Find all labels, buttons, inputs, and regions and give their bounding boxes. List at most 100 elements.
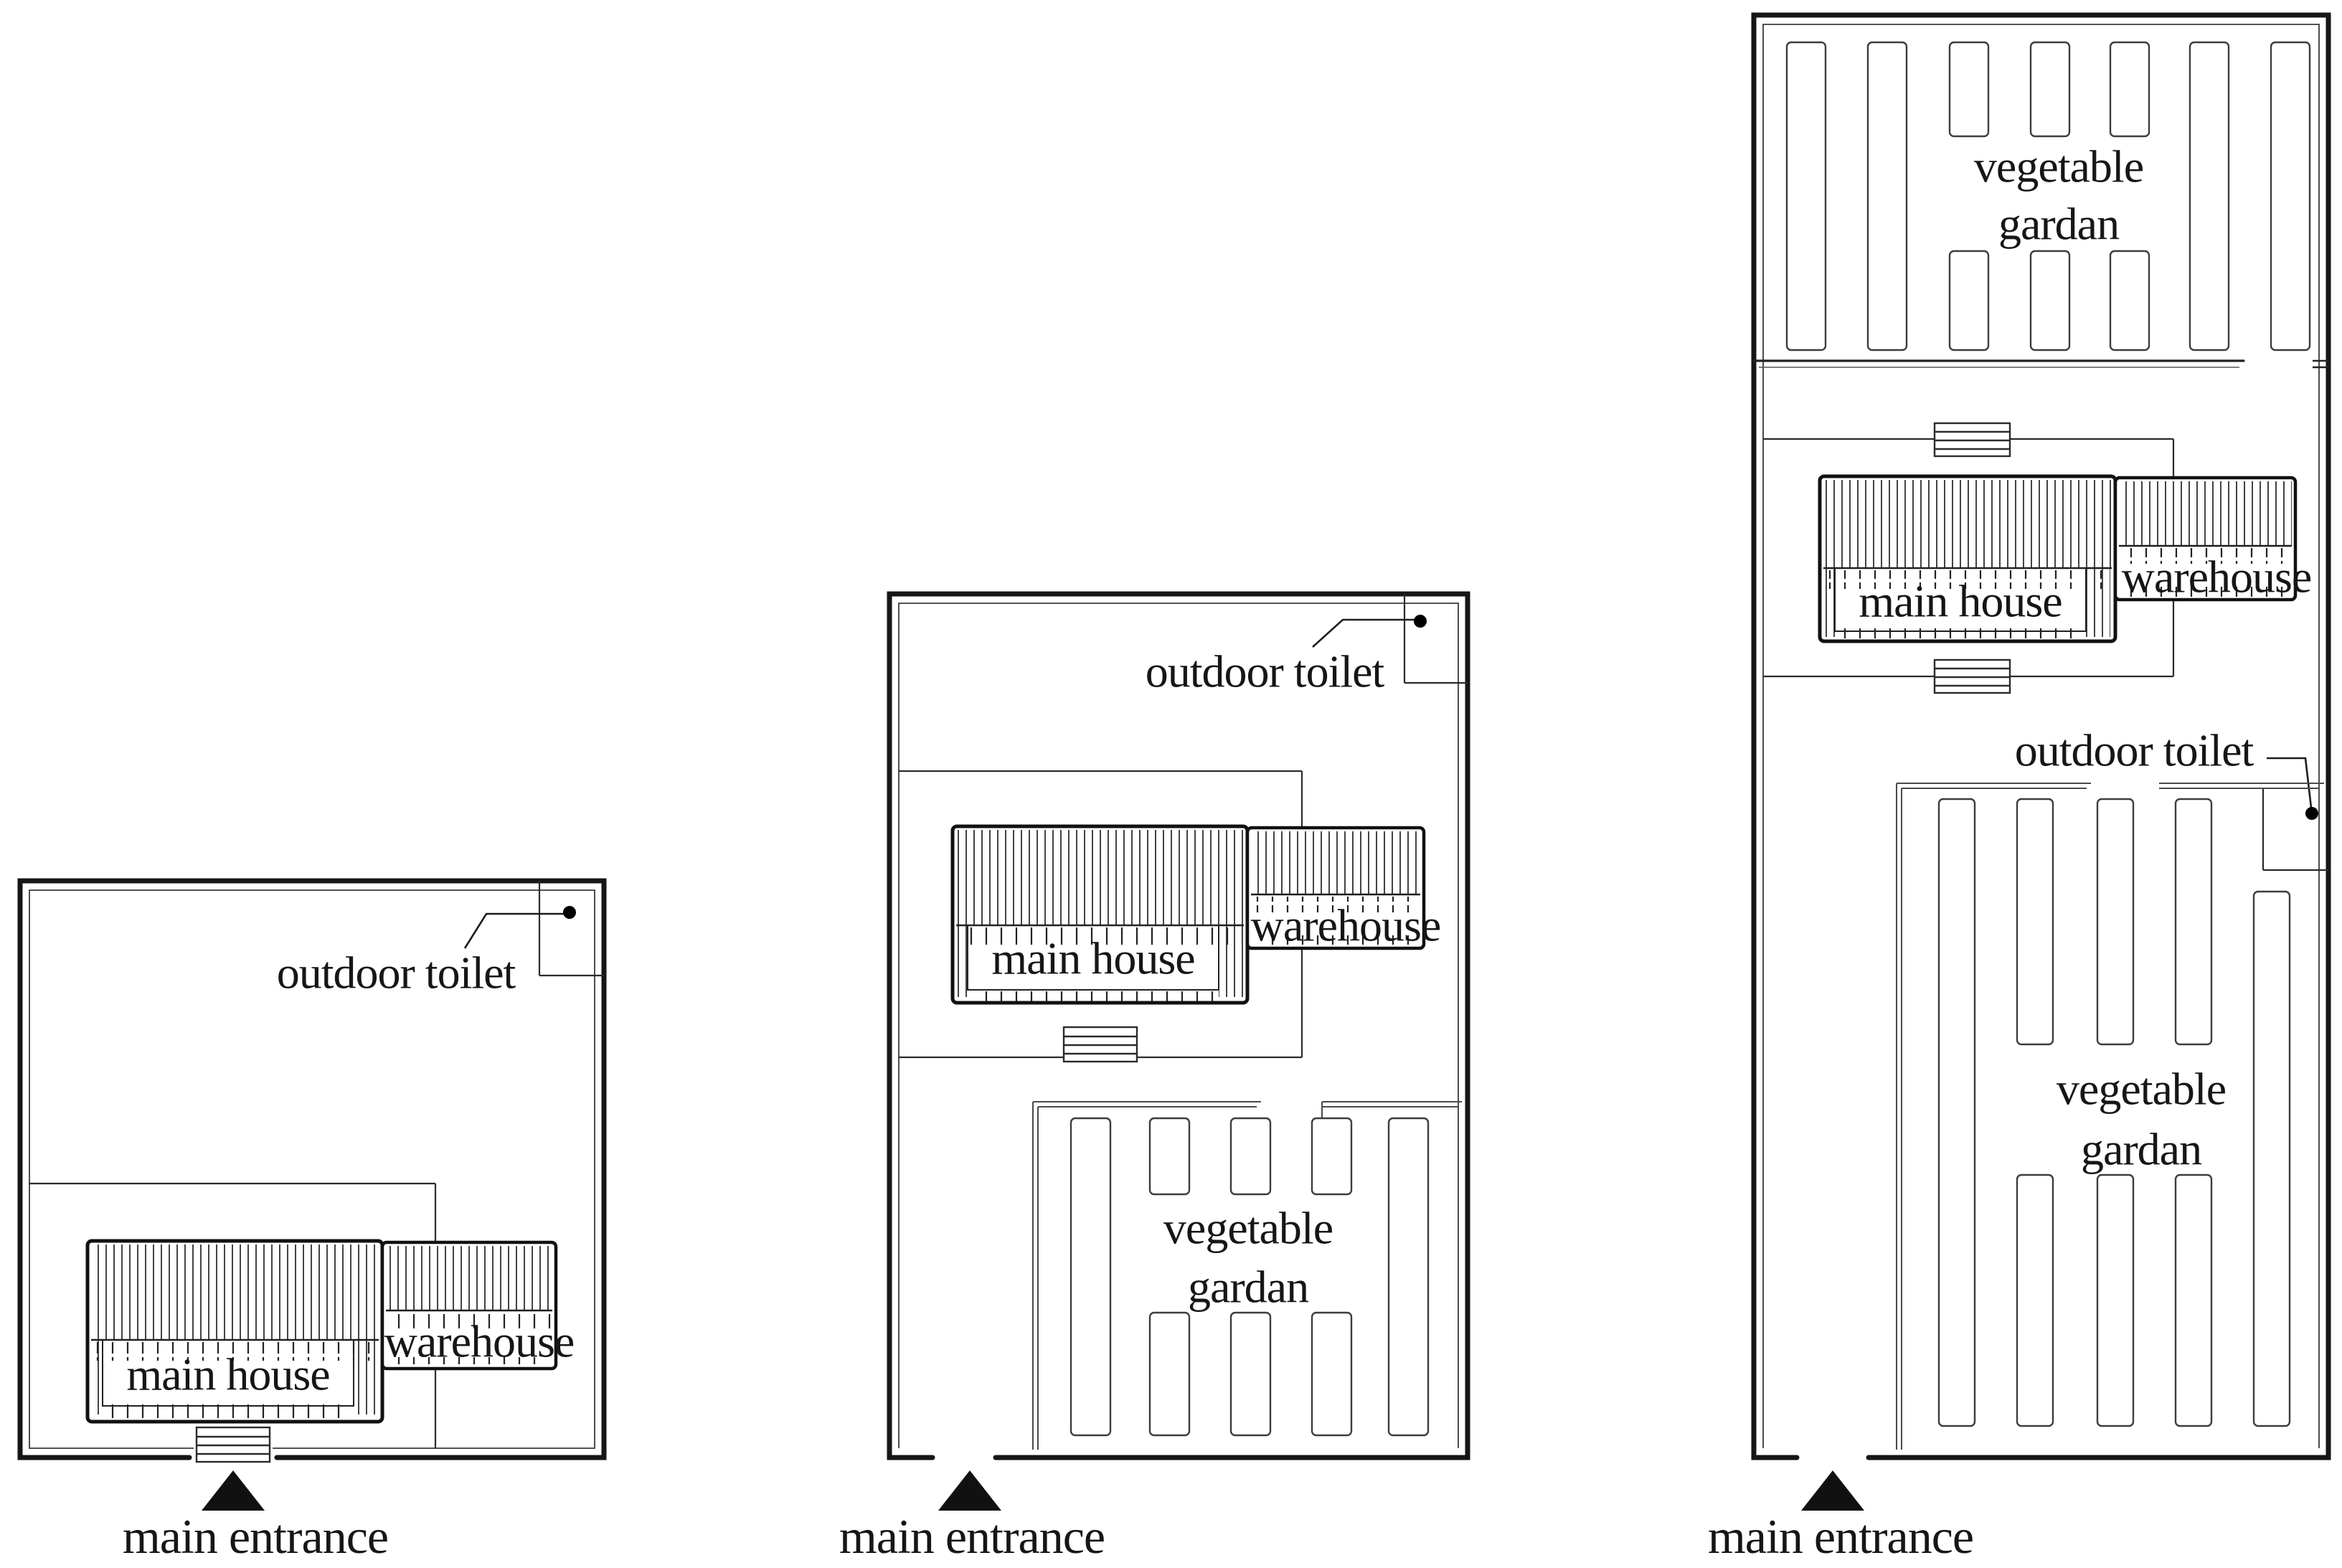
warehouse-eave-ticks: [1252, 897, 1419, 912]
warehouse-outline: [1245, 826, 1426, 950]
vegetable-garden: vegetable gardan: [1032, 1101, 1462, 1450]
main-house: main house: [1818, 474, 2117, 643]
garden-bed-strip: [1229, 1117, 1272, 1196]
main-house-bottom-ticks: [973, 988, 1214, 1001]
main-house: main house: [950, 824, 1250, 1005]
vegetable-garden-top-label-line2: gardan: [1998, 199, 2120, 250]
plot-medium-outer-wall: [887, 591, 1470, 1460]
vegetable-garden-top: vegetable gardan: [1785, 41, 2311, 351]
plot-medium-toilet-cubicle: [1403, 594, 1468, 684]
garden-bed-strip: [1311, 1117, 1353, 1196]
entrance-arrow-icon: [202, 1470, 265, 1511]
garden-bed-strip: [1148, 1311, 1191, 1437]
gate-icon: [1933, 658, 2011, 694]
garden-bed-strip: [1948, 41, 1990, 138]
toilet-marker-dot: [1414, 615, 1427, 628]
gate-icon: [195, 1426, 271, 1463]
warehouse-label: warehouse: [1251, 900, 1441, 951]
warehouse-bottom-ticks: [393, 1354, 548, 1364]
toilet-marker-dot: [2305, 807, 2318, 820]
plot-medium-toilet-leader-line: [1312, 618, 1415, 648]
main-entrance-label: main entrance: [839, 1509, 1105, 1564]
vegetable-garden-label-line2: gardan: [1188, 1262, 1309, 1313]
plot-medium-inner-wall-line: [898, 603, 1459, 1448]
garden-bed-strip: [1937, 798, 1976, 1427]
garden-bed-strip: [2029, 41, 2071, 138]
garden-bed-strip: [2109, 41, 2150, 138]
plot-medium: outdoor toilet main house warehouse: [839, 591, 1470, 1564]
warehouse-bottom-ticks: [1258, 935, 1413, 945]
garden-bed-strip: [2016, 1173, 2054, 1427]
vegetable-garden-top-label-line1: vegetable: [1974, 141, 2143, 192]
warehouse-roof-hatch: [386, 1246, 552, 1310]
plot-large-outer-wall: [1751, 12, 2331, 1460]
main-house-label: main house: [126, 1349, 329, 1400]
plot-small-outer-wall: [17, 878, 607, 1460]
garden-bed-strip: [2174, 1173, 2213, 1427]
garden-bed-strip: [1866, 41, 1908, 351]
garden-bed-strip: [2109, 250, 2150, 351]
main-house-bottom-ticks: [108, 1404, 349, 1419]
gate-icon: [1933, 422, 2011, 458]
garden-left-fence: [1896, 783, 1902, 1450]
entrance-arrow-icon: [938, 1470, 1001, 1511]
entrance-arrow-icon: [1801, 1470, 1864, 1511]
garden-bed-strip: [1148, 1117, 1191, 1196]
warehouse-outline: [2113, 476, 2298, 602]
plot-small: outdoor toilet main house warehouse: [17, 878, 607, 1564]
main-house-bottom-ticks: [1840, 628, 2081, 638]
plot-large-toilet-cubicle: [2262, 788, 2328, 872]
warehouse-outline: [380, 1240, 558, 1371]
outdoor-toilet-label: outdoor toilet: [1146, 646, 1385, 697]
plot-small-toilet-leader-line: [463, 912, 564, 949]
garden-bed-strip: [2016, 798, 2054, 1046]
plot-small-toilet-cubicle: [538, 881, 604, 977]
warehouse-roof-hatch: [1251, 831, 1420, 894]
garden-left-fence: [1032, 1102, 1039, 1450]
garden-top-fence: [1033, 1101, 1462, 1118]
warehouse-roof-hatch: [2119, 481, 2292, 546]
main-entrance-label: main entrance: [1708, 1509, 1973, 1564]
garden-bed-strip: [2096, 798, 2135, 1046]
garden-bed-strip: [1311, 1311, 1353, 1437]
garden-bed-strip: [1070, 1117, 1112, 1437]
plot-large-inner-wall-line: [1762, 24, 2320, 1448]
outdoor-toilet-label: outdoor toilet: [2015, 725, 2254, 776]
warehouse-label: warehouse: [384, 1316, 575, 1367]
plot-small-inner-wall-line: [29, 889, 595, 1449]
warehouse-label: warehouse: [2122, 552, 2312, 603]
outdoor-toilet-label: outdoor toilet: [277, 948, 516, 998]
main-house-eave-ticks: [93, 1342, 377, 1361]
main-house-eave-ticks: [958, 927, 1242, 946]
main-house-label: main house: [991, 933, 1194, 984]
vegetable-garden-label-line1: vegetable: [1163, 1203, 1333, 1254]
warehouse: warehouse: [1245, 826, 1441, 951]
garden-bed-strip: [1387, 1117, 1430, 1437]
vegetable-garden-bottom-label-line1: vegetable: [2057, 1064, 2226, 1115]
main-house: main house: [85, 1239, 384, 1424]
garden-bed-strip: [2096, 1173, 2135, 1427]
garden-bed-strip: [2252, 890, 2291, 1427]
garden-bed-strip: [2029, 250, 2071, 351]
main-house-roof-hatch: [1823, 480, 2112, 568]
toilet-marker-dot: [563, 906, 576, 919]
garden-bed-strip: [1948, 250, 1990, 351]
garden-top-fence: [1897, 783, 2324, 789]
main-house-label: main house: [1859, 576, 2062, 627]
garden-bed-strip: [1229, 1311, 1272, 1437]
vegetable-garden-bottom: vegetable gardan: [1896, 783, 2324, 1450]
gate-icon: [1062, 1026, 1138, 1063]
main-house-eave-ticks: [1826, 570, 2110, 589]
warehouse-eave-ticks: [387, 1313, 552, 1328]
main-house-roof-hatch: [91, 1245, 379, 1340]
warehouse-bottom-ticks: [2126, 587, 2285, 597]
garden-bed-strip: [2270, 41, 2311, 351]
plot-large-toilet-leader-line: [2267, 757, 2313, 808]
warehouse: warehouse: [2113, 476, 2312, 603]
vegetable-garden-bottom-label-line2: gardan: [2081, 1124, 2202, 1175]
plot-large: vegetable gardan main house: [1708, 12, 2331, 1564]
warehouse: warehouse: [380, 1240, 575, 1371]
garden-bed-strip: [1785, 41, 1827, 351]
garden-bed-strip: [2188, 41, 2230, 351]
